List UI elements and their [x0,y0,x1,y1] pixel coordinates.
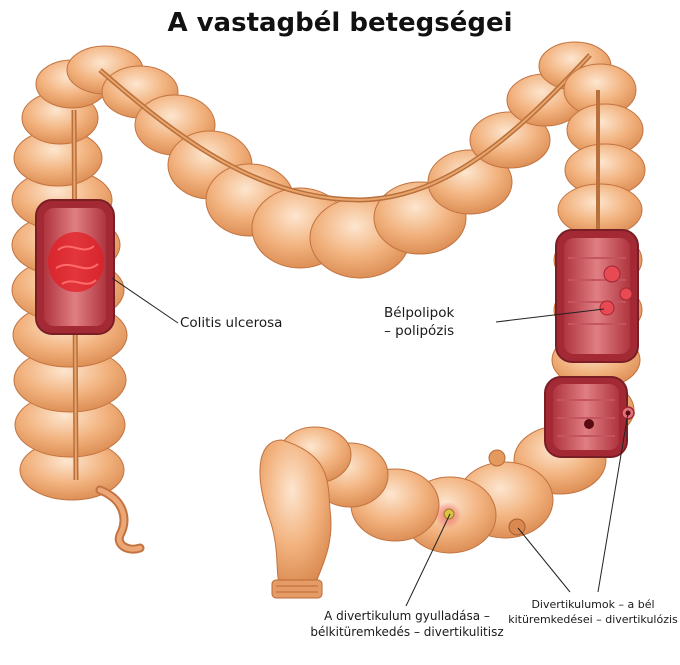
label-belpolipok-line2: – polipózis [384,323,455,340]
leader-lines [111,277,629,607]
label-divertikulozis-line2: kitüremkedései – divertikulózis [508,612,678,626]
polyp-cutaway [555,229,639,363]
label-divertikulozis: Divertikulumok – a bél kitüremkedései – … [507,598,679,628]
label-colitis-text: Colitis ulcerosa [180,315,283,331]
label-belpolipok: Bélpolipok – polipózis [384,304,454,340]
transverse-colon [66,41,612,279]
leader-colitis [111,277,179,324]
leader-divertikulumok-2 [597,412,629,593]
label-divertikulozis-line1: Divertikulumok – a bél [531,598,655,611]
colitis-cutaway [35,199,115,335]
label-colitis-ulcerosa: Colitis ulcerosa [180,314,282,332]
leader-polyp [495,308,605,323]
label-divertikulitisz-line1: A divertikulum gyulladása – [324,609,490,623]
leader-divertikulumok [517,527,571,593]
label-divertikulitisz: A divertikulum gyulladása – bélkitüremke… [292,608,522,640]
leader-gyulladas [405,513,451,607]
label-divertikulitisz-line2: bélkitüremkedés – divertikulitisz [310,625,504,640]
diverticulum-cutaway [544,376,635,458]
sigmoid-colon [259,425,607,599]
diagram-title: A vastagbél betegségei [167,8,513,38]
label-belpolipok-line1: Bélpolipok [384,305,455,321]
diverticula [435,449,526,536]
